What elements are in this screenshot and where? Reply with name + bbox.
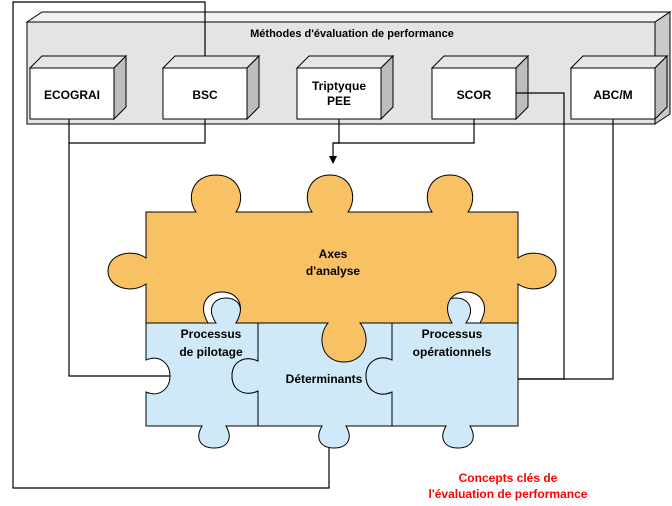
method-label-line2: PEE — [327, 94, 351, 108]
method-box-ecograi: ECOGRAI — [28, 54, 128, 121]
method-box-bsc: BSC — [161, 54, 261, 121]
method-label: Triptyque — [312, 79, 366, 93]
method-label: BSC — [192, 88, 218, 102]
connector-bsc-join — [69, 119, 206, 144]
axes-analyse-label-line2: d'analyse — [306, 264, 361, 278]
puzzle-piece-processus-operationnels — [365, 297, 519, 449]
method-box-scor: SCOR — [430, 54, 530, 121]
processus-pilotage-label: Processus — [181, 327, 242, 341]
puzzle — [107, 174, 557, 449]
axes-analyse-label: Axes — [319, 247, 348, 261]
connector-bsc-determinants — [12, 1, 333, 489]
puzzle-piece-axes-analyse — [107, 174, 557, 363]
determinants-label: Déterminants — [286, 372, 363, 386]
connector-ecograi-pilotage — [68, 119, 193, 380]
method-box-triptyque-pee: Triptyque PEE — [295, 54, 395, 121]
method-label: SCOR — [457, 88, 492, 102]
processus-operationnels-label: Processus — [422, 327, 483, 341]
caption-line2: l'évaluation de performance — [429, 487, 588, 501]
method-label: ABC/M — [593, 88, 632, 102]
banner-3d-top — [25, 11, 672, 23]
method-box-abcm: ABC/M — [569, 54, 669, 121]
caption-line1: Concepts clés de — [459, 471, 558, 485]
connector-scor-join — [333, 119, 475, 144]
processus-operationnels-label-line2: opérationnels — [413, 345, 492, 359]
method-label: ECOGRAI — [44, 88, 100, 102]
connector-triptyque-axes — [329, 119, 340, 164]
banner-title: Méthodes d'évaluation de performance — [250, 28, 454, 40]
processus-pilotage-label-line2: de pilotage — [179, 345, 243, 359]
